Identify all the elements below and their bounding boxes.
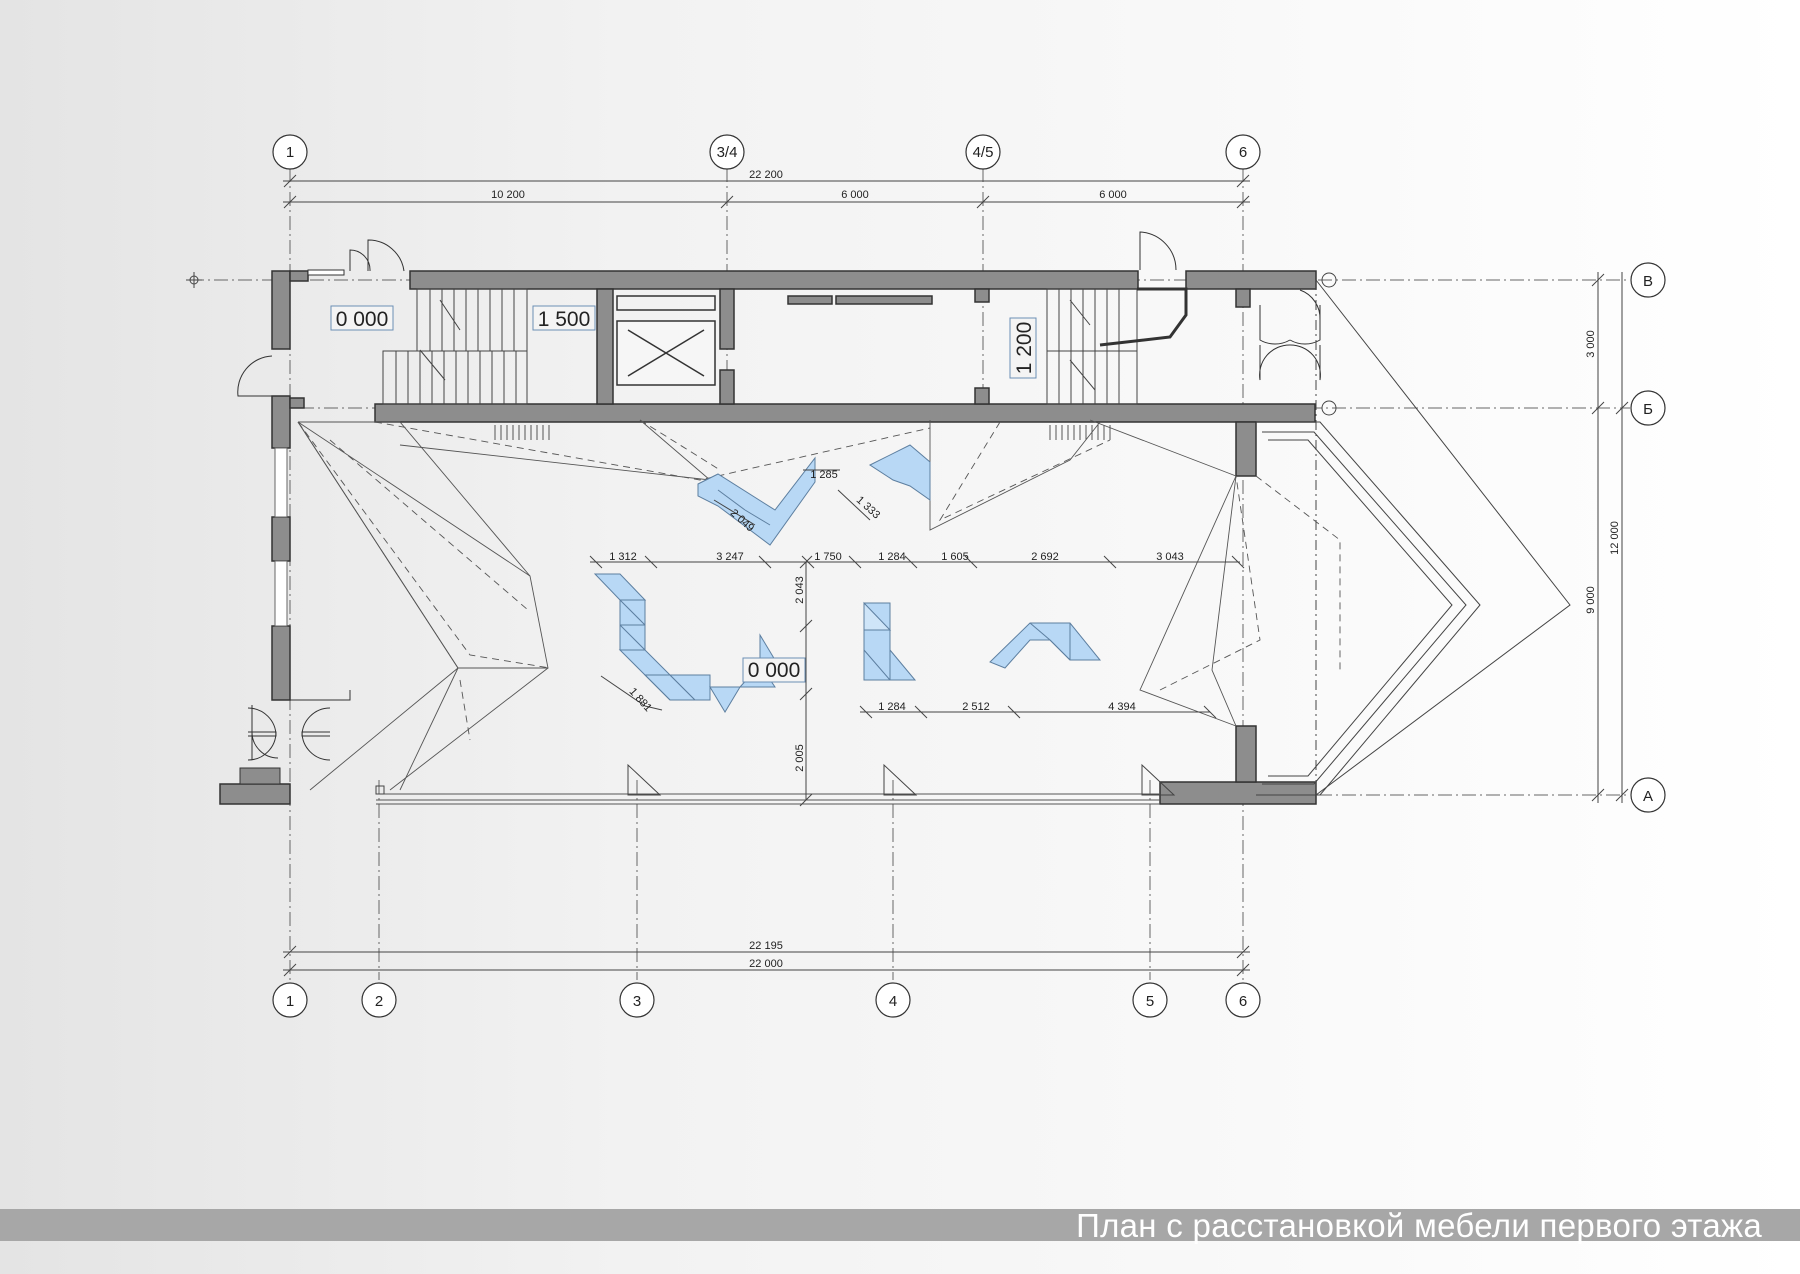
axis-label-bottom-6: 6 [1239,993,1247,1010]
axis-label-bottom-1: 1 [286,993,294,1010]
dim-interior-10: 4 394 [1108,701,1136,713]
title-bar: План с расстановкой мебели первого этажа [0,1207,1800,1244]
axis-label-top-6: 6 [1239,144,1247,161]
furniture-piece [889,648,917,681]
level-mark-1: 0 000 [336,308,389,331]
axis-bubbles-right [1630,262,1666,813]
dim-top-seg1: 10 200 [491,189,525,201]
drawing-title: План с расстановкой мебели первого этажа [1076,1207,1762,1244]
dim-interior-2: 3 247 [716,551,744,563]
axis-bubbles-bottom [272,982,1261,1018]
ceiling-projection [297,419,1237,791]
right-dimension-lines [1591,272,1629,803]
dim-interior-1: 1 312 [609,551,637,563]
axis-label-top-3-4: 3/4 [717,144,738,161]
storefront-glazing [376,793,1160,805]
axis-label-bottom-5: 5 [1146,993,1154,1010]
furniture-piece [989,622,1102,669]
elevator-shaft [616,295,716,386]
dim-interior-7: 3 043 [1156,551,1184,563]
dim-furniture-d: 1 881 [627,686,654,714]
axis-label-right-v: В [1643,273,1653,290]
dim-interior-3: 1 750 [814,551,842,563]
interior-dimension-lines [589,469,1245,807]
staircase-left [382,288,528,405]
counter-niches [787,295,933,305]
furniture-piece [618,649,672,676]
axis-label-bottom-4: 4 [889,993,897,1010]
glazed-bay [1256,272,1571,796]
dim-right-overall: 12 000 [1609,521,1621,555]
level-mark-4: 0 000 [748,659,801,682]
dim-interior-9: 2 512 [962,701,990,713]
axis-label-right-b: Б [1643,401,1653,418]
dim-interior-v-upper: 2 043 [794,576,806,604]
furniture-piece [868,444,931,501]
axis-label-right-a: А [1643,788,1653,805]
top-dimension-lines [283,174,1250,209]
left-windows [274,447,288,627]
dim-interior-v-lower: 2 005 [794,744,806,772]
service-partition [1099,287,1188,347]
furniture-piece [1049,639,1100,661]
axis-label-top-1: 1 [286,144,294,161]
dim-interior-6: 2 692 [1031,551,1059,563]
furniture-piece [863,601,892,631]
level-mark-3: 1 200 [1013,322,1036,375]
axis-crosshair [186,272,202,288]
axis-grid [190,168,1630,980]
axis-label-bottom-2: 2 [375,993,383,1010]
ceiling-grilles [494,425,1111,440]
dim-right-lower: 9 000 [1585,586,1597,614]
dim-interior-8: 1 284 [878,701,906,713]
dim-top-overall: 22 200 [749,169,783,181]
walls [219,270,1317,805]
furniture-piece [593,573,647,601]
furniture-piece [668,674,711,701]
bottom-dimension-lines [283,945,1250,977]
dim-right-upper: 3 000 [1585,330,1597,358]
dim-interior-5: 1 605 [941,551,969,563]
furniture-piece [863,648,892,681]
ceiling-projection-dashed [297,419,1341,741]
axis-label-top-4-5: 4/5 [973,144,994,161]
level-marks: 0 000 1 500 1 200 0 000 [330,305,1037,683]
dim-furniture-a: 1 285 [810,469,838,481]
dim-top-seg3: 6 000 [1099,189,1127,201]
doors [237,231,1321,785]
furniture-modules [593,444,1102,713]
dim-bottom-overall1: 22 195 [749,940,783,952]
axis-label-bottom-3: 3 [633,993,641,1010]
dim-furniture-b: 1 333 [854,494,882,521]
dim-top-seg2: 6 000 [841,189,869,201]
furniture-piece [697,456,816,546]
storefront-posts [375,763,1176,796]
staircase-right [1046,288,1138,405]
level-mark-2: 1 500 [538,308,591,331]
axis-bubbles-top [272,134,1261,170]
furniture-piece [709,686,741,713]
dim-interior-4: 1 284 [878,551,906,563]
dim-bottom-overall2: 22 000 [749,958,783,970]
